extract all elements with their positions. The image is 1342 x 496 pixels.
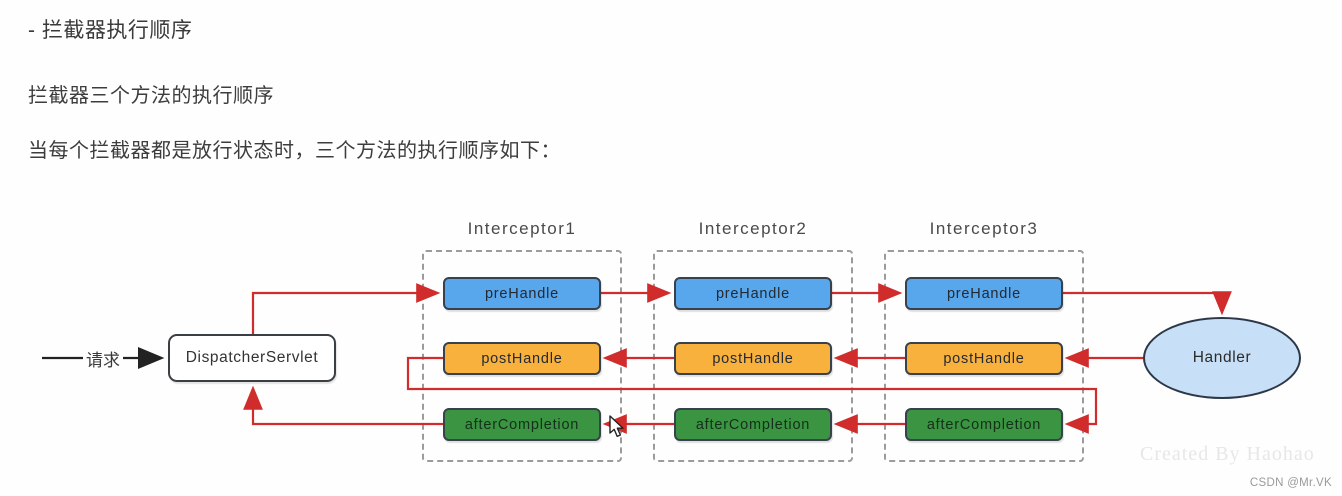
interceptor3-aftercompletion-node: afterCompletion (905, 408, 1063, 441)
interceptor2-prehandle-node: preHandle (674, 277, 832, 310)
mouse-cursor-icon (609, 415, 624, 438)
dispatcher-servlet-node: DispatcherServlet (168, 334, 336, 382)
interceptor2-title: Interceptor2 (698, 219, 808, 238)
interceptor3-posthandle-node: postHandle (905, 342, 1063, 375)
interceptor1-title: Interceptor1 (467, 219, 577, 238)
interceptor3-prehandle-node: preHandle (905, 277, 1063, 310)
title-bullet: - (28, 19, 36, 42)
interceptor3-group: Interceptor3 preHandle postHandle afterC… (884, 219, 1084, 462)
interceptor3-title: Interceptor3 (929, 219, 1039, 238)
watermark-created-by: Created By Haohao (1140, 443, 1315, 465)
arrow-pre3-to-handler (1062, 291, 1232, 316)
interceptor1-group: Interceptor1 preHandle postHandle afterC… (422, 219, 622, 462)
interceptor2-posthandle-node: postHandle (674, 342, 832, 375)
interceptor1-posthandle-node: postHandle (443, 342, 601, 375)
handler-node: Handler (1143, 317, 1301, 399)
interceptor1-prehandle-node: preHandle (443, 277, 601, 310)
subtitle: 拦截器三个方法的执行顺序 (28, 85, 274, 107)
title-text: 拦截器执行顺序 (41, 19, 193, 42)
arrow-ds-to-pre1 (251, 283, 441, 334)
interceptor1-aftercompletion-node: afterCompletion (443, 408, 601, 441)
watermark-csdn: CSDN @Mr.VK (1249, 477, 1332, 489)
interceptor2-aftercompletion-node: afterCompletion (674, 408, 832, 441)
arrow-after1-to-ds (243, 385, 443, 426)
request-label: 请求 (83, 346, 123, 371)
page-title: - 拦截器执行顺序 (28, 14, 192, 44)
description: 当每个拦截器都是放行状态时，三个方法的执行顺序如下： (28, 140, 561, 162)
interceptor2-group: Interceptor2 preHandle postHandle afterC… (653, 219, 853, 462)
